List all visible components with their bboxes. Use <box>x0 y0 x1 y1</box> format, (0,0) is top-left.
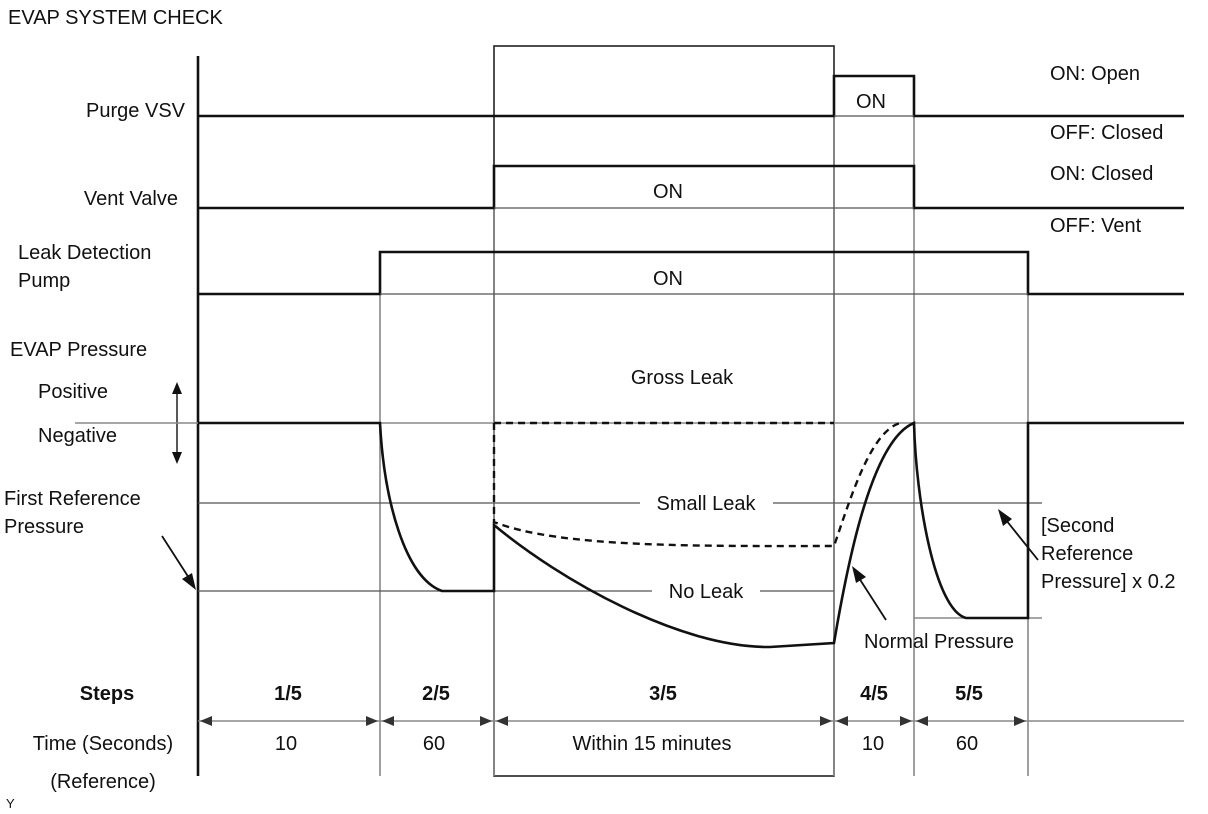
normal-pressure-arrowhead <box>852 566 866 583</box>
first-reference-pointer <box>161 535 190 579</box>
step-3-label: 3/5 <box>649 683 677 705</box>
step3-highlight-box <box>493 45 835 777</box>
first-reference-arrowhead <box>182 573 196 590</box>
step-2-time: 60 <box>423 733 445 755</box>
vent-valve-signal <box>198 164 1184 210</box>
reference-label: (Reference) <box>50 771 156 793</box>
first-reference-label-line2: Pressure <box>4 516 84 538</box>
step-1-label: 1/5 <box>274 683 302 705</box>
step-2-label: 2/5 <box>422 683 450 705</box>
vent-valve-on-state: ON <box>653 181 683 203</box>
purge-vsv-signal <box>198 74 1184 118</box>
purge-vsv-on-state: ON <box>856 91 886 113</box>
second-reference-arrowhead <box>998 509 1012 526</box>
purge-vsv-label: Purge VSV <box>86 100 186 122</box>
step-5-label: 5/5 <box>955 683 983 705</box>
vent-valve-on-meaning: ON: Closed <box>1050 163 1153 185</box>
vent-valve-label: Vent Valve <box>84 188 178 210</box>
step-5-time: 60 <box>956 733 978 755</box>
steps-label: Steps <box>80 683 134 705</box>
pressure-trace <box>198 421 1184 649</box>
negative-label: Negative <box>38 425 117 447</box>
no-leak-label: No Leak <box>669 581 744 603</box>
small-leak-trace <box>492 421 901 548</box>
step-3-time: Within 15 minutes <box>573 733 732 755</box>
normal-pressure-label: Normal Pressure <box>864 631 1014 653</box>
leak-pump-on-state: ON <box>653 268 683 290</box>
corner-mark: Y <box>6 796 15 811</box>
second-reference-label-line2: Reference <box>1041 543 1133 565</box>
timeline-arrows <box>200 716 1026 726</box>
positive-label: Positive <box>38 381 108 403</box>
gross-leak-label: Gross Leak <box>631 367 734 389</box>
vent-valve-off-meaning: OFF: Vent <box>1050 215 1142 237</box>
polarity-arrow-down <box>172 452 182 464</box>
polarity-arrow-up <box>172 382 182 394</box>
small-leak-label: Small Leak <box>657 493 757 515</box>
purge-vsv-off-meaning: OFF: Closed <box>1050 122 1163 144</box>
evap-pressure-label: EVAP Pressure <box>10 339 147 361</box>
diagram-title: EVAP SYSTEM CHECK <box>8 7 224 29</box>
time-label: Time (Seconds) <box>33 733 173 755</box>
normal-pressure-pointer <box>858 577 887 621</box>
leak-pump-label-line2: Pump <box>18 270 70 292</box>
first-reference-label-line1: First Reference <box>4 488 141 510</box>
second-reference-label-line1: [Second <box>1041 515 1114 537</box>
purge-vsv-on-meaning: ON: Open <box>1050 63 1140 85</box>
second-reference-pointer <box>1005 519 1039 561</box>
second-reference-label-line3: Pressure] x 0.2 <box>1041 571 1176 593</box>
step-4-time: 10 <box>862 733 884 755</box>
step-4-label: 4/5 <box>860 683 888 705</box>
leak-pump-label-line1: Leak Detection <box>18 242 151 264</box>
step-1-time: 10 <box>275 733 297 755</box>
leak-pump-signal <box>198 250 1184 296</box>
